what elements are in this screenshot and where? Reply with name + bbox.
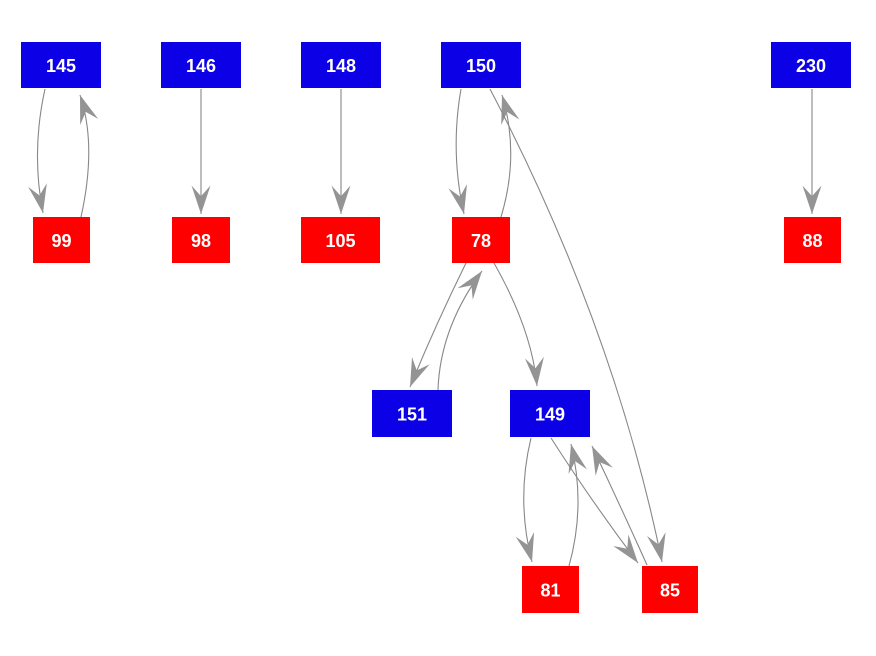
edge-151-to-78 [437,270,483,391]
edge-81-to-149 [568,443,588,567]
nodes-layer: 145 146 148 150 230 99 98 105 78 88 151 149 81 85 [21,42,851,613]
node-230-label: 230 [796,56,826,76]
edge-150-to-78 [448,88,467,215]
node-230-box [771,42,851,88]
node-145: 145 [21,42,101,88]
node-151-label: 151 [397,405,427,425]
edge-85-to-149 [591,445,648,566]
node-148-label: 148 [326,56,356,76]
node-151-box [372,390,452,437]
edge-149-to-85 [550,437,639,564]
node-99-label: 99 [51,231,71,251]
node-151: 151 [372,390,452,437]
edge-99-to-145 [79,94,99,218]
node-145-box [21,42,101,88]
node-99-box [33,217,90,263]
node-81-box [522,566,579,613]
node-85: 85 [642,566,698,613]
edge-78-to-151 [409,262,467,388]
node-146-label: 146 [186,56,216,76]
node-78-label: 78 [471,231,491,251]
node-88: 88 [784,217,841,263]
node-85-box [642,566,698,613]
node-230: 230 [771,42,851,88]
node-81: 81 [522,566,579,613]
node-150: 150 [441,42,521,88]
edge-78-to-149 [493,262,544,387]
node-78: 78 [452,217,510,263]
node-98-box [172,217,230,263]
node-88-label: 88 [802,231,822,251]
node-98-label: 98 [191,231,211,251]
node-149-box [510,390,590,437]
node-105-box [301,217,380,263]
edge-150-to-85 [489,88,666,563]
node-146-box [161,42,241,88]
node-150-label: 150 [466,56,496,76]
node-149-label: 149 [535,405,565,425]
node-99: 99 [33,217,90,263]
node-105: 105 [301,217,380,263]
edge-149-to-81 [515,437,535,563]
node-148: 148 [301,42,381,88]
node-145-label: 145 [46,56,76,76]
node-81-label: 81 [540,581,560,601]
node-98: 98 [172,217,230,263]
node-88-box [784,217,841,263]
edges-layer [28,88,822,567]
edge-145-to-99 [28,88,47,214]
node-78-box [452,217,510,263]
node-85-label: 85 [660,581,680,601]
edge-78-to-150 [500,94,520,218]
node-105-label: 105 [325,231,355,251]
node-148-box [301,42,381,88]
node-146: 146 [161,42,241,88]
node-149: 149 [510,390,590,437]
node-150-box [441,42,521,88]
